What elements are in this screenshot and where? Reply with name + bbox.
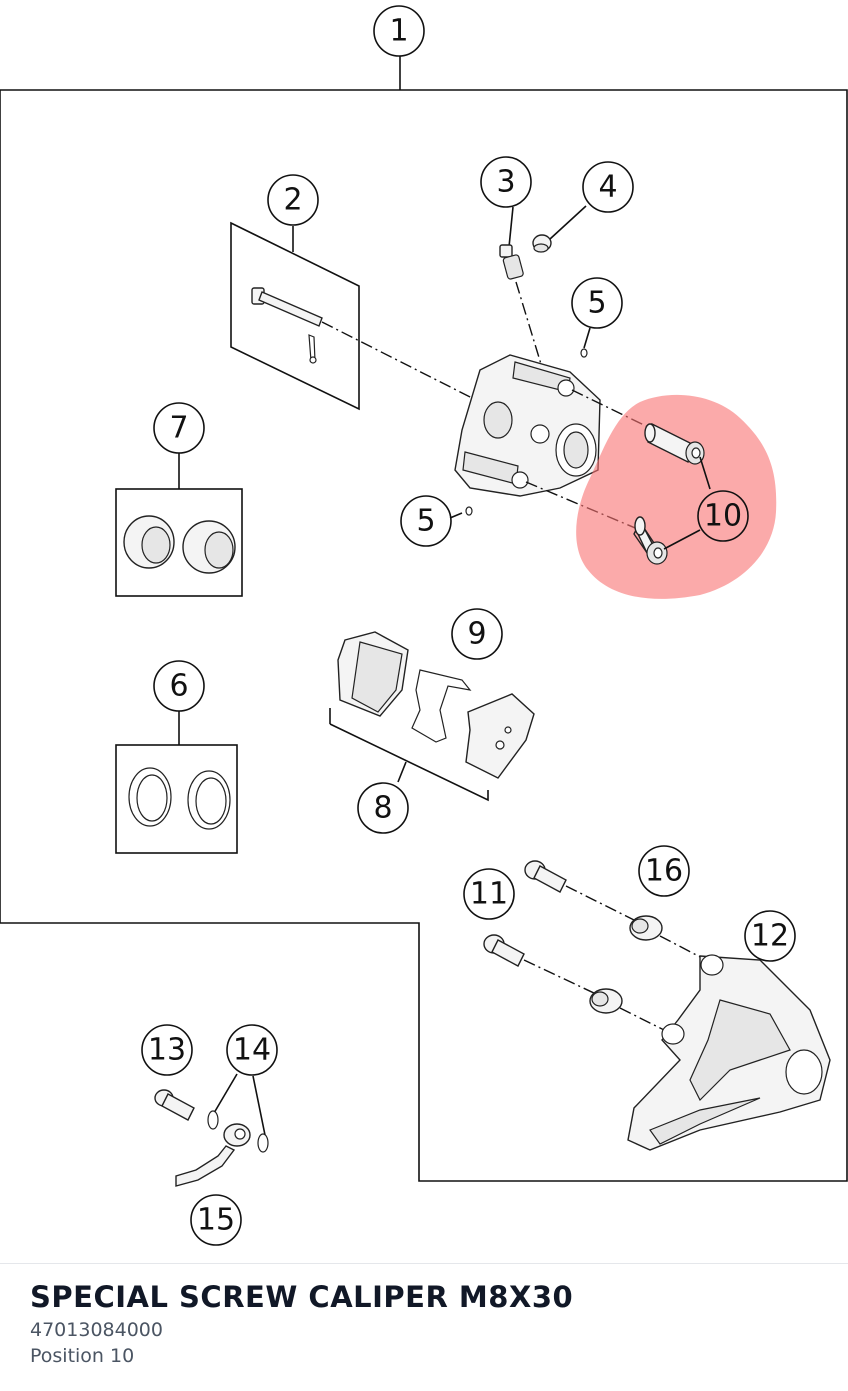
callout-2[interactable]: 2 [267,174,319,226]
bracket-bushing-lower[interactable] [589,988,623,1014]
callout-7-label: 7 [169,411,188,446]
callout-10-label: 10 [704,499,742,534]
callout-3-label: 3 [496,165,515,200]
piston-right[interactable] [182,520,236,574]
callout-8[interactable]: 8 [357,782,409,834]
pad-spring[interactable] [411,669,472,743]
callout-9-label: 9 [467,617,486,652]
brake-pad-right[interactable] [465,693,535,779]
piston-box [115,488,243,597]
callout-13[interactable]: 13 [141,1024,193,1076]
highlight-position-10 [576,394,777,599]
caliper-body[interactable] [454,354,601,497]
assembly-outline [0,89,848,1182]
callout-11-label: 11 [470,877,508,912]
caliper-bracket[interactable] [627,954,831,1151]
callout-11[interactable]: 11 [463,868,515,920]
piston-left[interactable] [123,515,175,569]
callout-5-bottom-label: 5 [416,504,435,539]
pad-kit-bracket [329,723,489,802]
brake-hose[interactable] [175,1123,251,1187]
brake-pad-left[interactable] [337,631,409,717]
callout-16[interactable]: 16 [638,845,690,897]
callout-6[interactable]: 6 [153,660,205,712]
caliper-pin[interactable] [251,287,323,364]
bleed-cap[interactable] [532,234,552,253]
callout-9[interactable]: 9 [451,608,503,660]
callout-6-label: 6 [169,669,188,704]
special-screw-upper[interactable] [644,422,705,465]
special-screw-lower[interactable] [633,516,668,565]
callout-4[interactable]: 4 [582,161,634,213]
callout-3[interactable]: 3 [480,156,532,208]
callout-12[interactable]: 12 [744,910,796,962]
callout-14[interactable]: 14 [226,1024,278,1076]
banjo-bolt[interactable] [154,1089,195,1121]
bracket-bolt-lower[interactable] [483,934,525,967]
seal-left[interactable] [128,767,172,827]
parts-diagram: 1 2 3 4 5 5 6 7 8 9 10 11 12 13 14 15 16 [0,5,848,1246]
callout-8-label: 8 [373,791,392,826]
selected-part-info: SPECIAL SCREW CALIPER M8X30 47013084000 … [0,1263,848,1391]
callout-15-label: 15 [197,1203,235,1238]
banjo-washer-right[interactable] [257,1133,269,1153]
callout-13-label: 13 [148,1033,186,1068]
callout-5-top[interactable]: 5 [571,277,623,329]
part-position: Position 10 [30,1345,135,1367]
bracket-bushing-upper[interactable] [629,915,663,941]
callout-7[interactable]: 7 [153,402,205,454]
part-name: SPECIAL SCREW CALIPER M8X30 [30,1280,574,1314]
callout-4-label: 4 [598,170,617,205]
callout-15[interactable]: 15 [190,1194,242,1246]
banjo-washer-left[interactable] [207,1110,219,1130]
o-ring-top[interactable] [580,348,588,358]
bleed-screw[interactable] [499,244,524,280]
part-number: 47013084000 [30,1319,163,1341]
pin-kit-box [230,221,360,411]
callout-16-label: 16 [645,854,683,889]
seal-right[interactable] [187,770,231,830]
callout-14-label: 14 [233,1033,271,1068]
callout-2-label: 2 [283,183,302,218]
callout-1[interactable]: 1 [373,5,425,57]
callout-12-label: 12 [751,919,789,954]
seal-box [115,744,238,854]
o-ring-bottom[interactable] [465,506,473,516]
callout-10[interactable]: 10 [697,490,749,542]
callout-1-label: 1 [389,14,408,49]
callout-5-bottom[interactable]: 5 [400,495,452,547]
callout-5-top-label: 5 [587,286,606,321]
bracket-bolt-upper[interactable] [524,860,567,893]
